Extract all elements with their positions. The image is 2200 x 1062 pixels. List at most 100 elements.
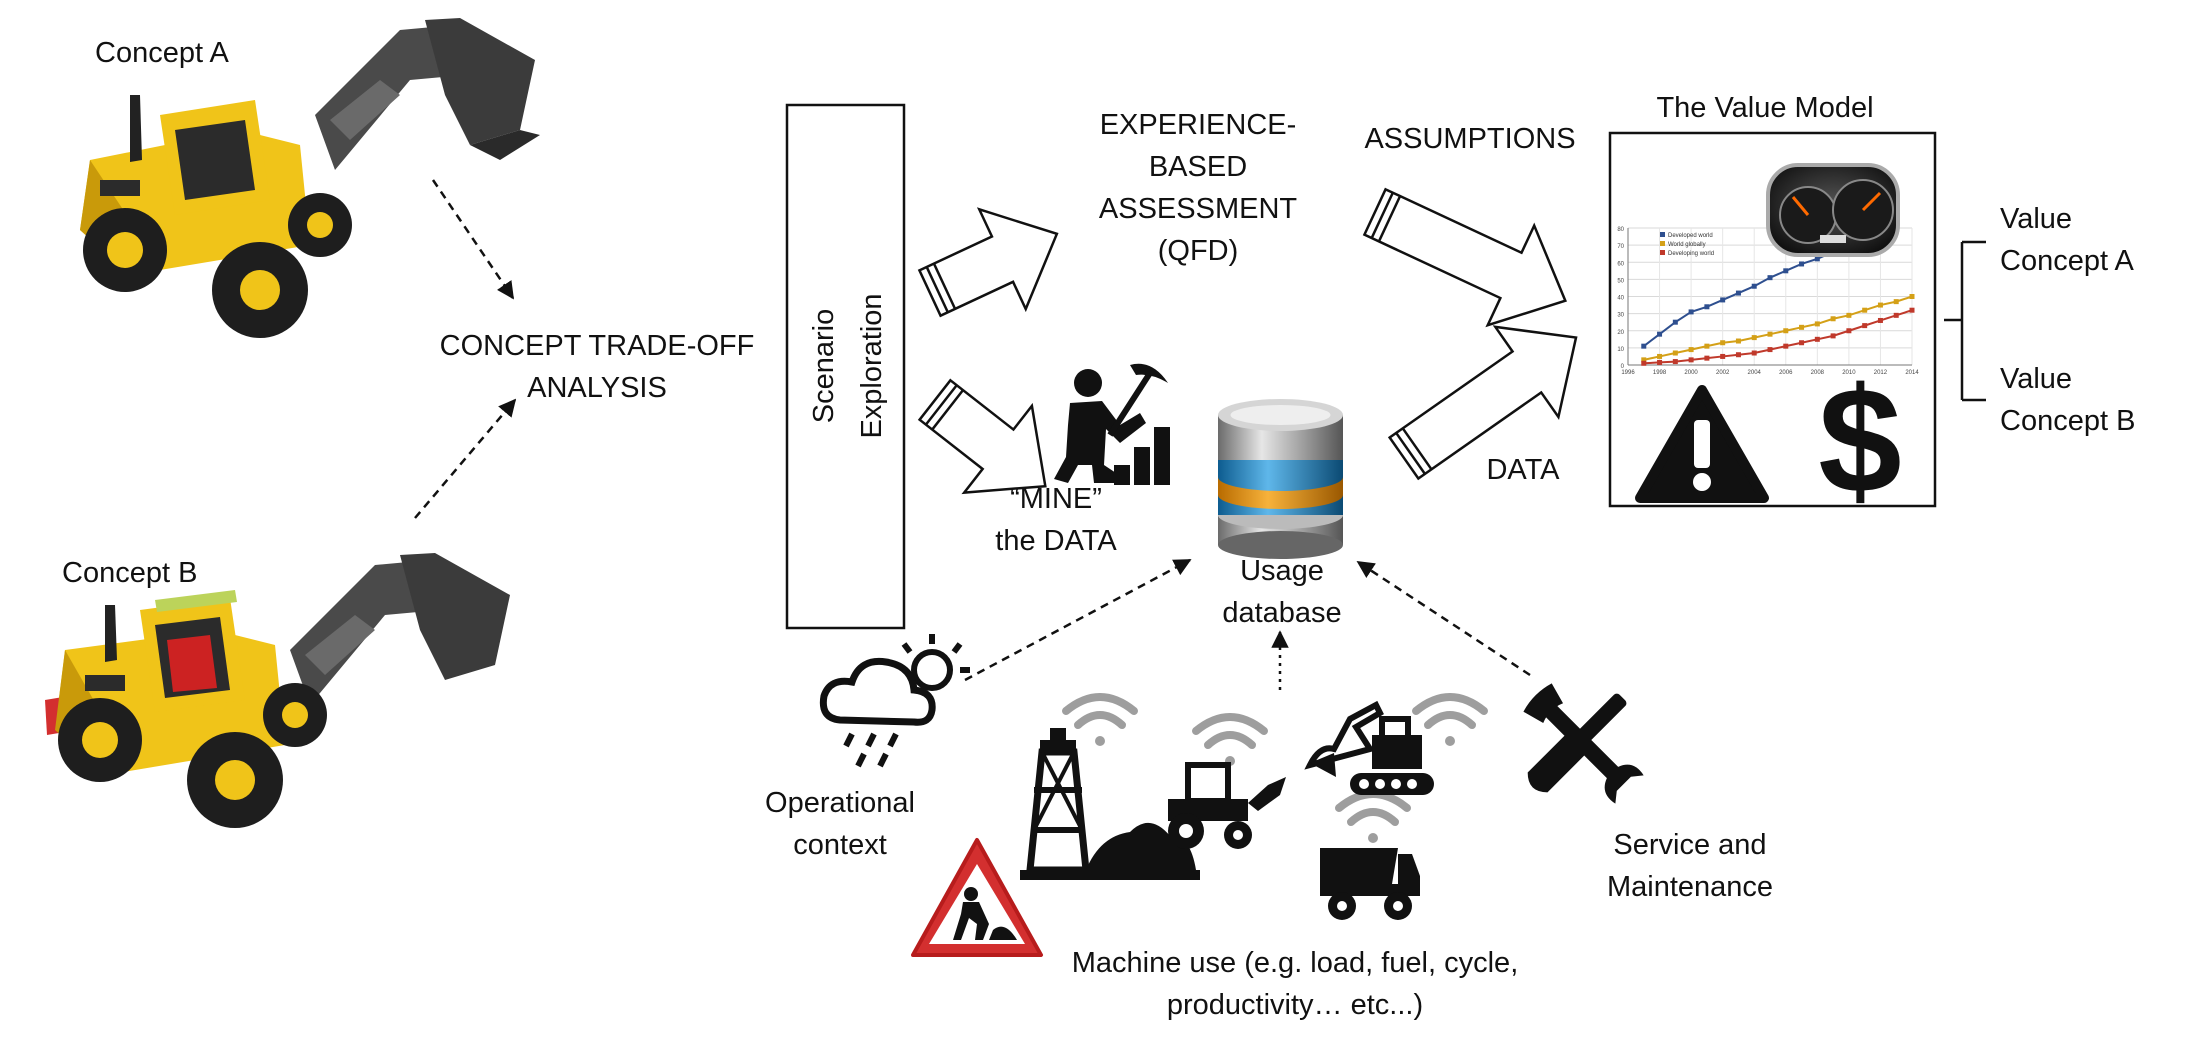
experience-assessment-label: (QFD) xyxy=(1158,235,1239,267)
mine-tower-icon xyxy=(1020,728,1200,880)
series-line xyxy=(1643,244,1850,347)
data-point xyxy=(1657,359,1663,365)
data-point xyxy=(1751,350,1757,356)
arrow-service-to-db xyxy=(1356,560,1531,677)
y-tick-label: 60 xyxy=(1617,261,1624,267)
data-point xyxy=(1641,357,1647,363)
mine-data-label: the DATA xyxy=(995,525,1117,557)
series-line xyxy=(1643,295,1913,361)
data-point xyxy=(1657,353,1663,359)
excavator-icon xyxy=(1304,700,1434,795)
data-point xyxy=(1767,347,1773,353)
arrow-b-to-tradeoff xyxy=(414,398,517,519)
data-point xyxy=(1688,357,1694,363)
scenario-label: Exploration xyxy=(856,293,888,438)
data-point xyxy=(1877,302,1883,308)
dump-truck-icon xyxy=(1320,848,1420,920)
value-model-title: The Value Model xyxy=(1656,92,1873,124)
data-point xyxy=(1767,275,1773,281)
wifi-icon xyxy=(1335,790,1411,843)
data-label: DATA xyxy=(1486,454,1560,486)
usage-database-label: Usage xyxy=(1240,555,1324,587)
data-point xyxy=(1720,340,1726,346)
wifi-icon xyxy=(1062,693,1138,746)
experience-assessment-label: BASED xyxy=(1149,151,1247,183)
y-tick-label: 40 xyxy=(1617,296,1624,302)
scenario-exploration-box xyxy=(785,103,906,630)
x-tick-label: 2012 xyxy=(1874,370,1888,376)
y-tick-label: 20 xyxy=(1617,330,1624,336)
y-tick-label: 0 xyxy=(1621,364,1625,370)
data-point xyxy=(1735,290,1741,296)
block-arrow-assumptions xyxy=(1362,187,1568,328)
data-point xyxy=(1641,343,1647,349)
tools-icon xyxy=(1523,683,1644,804)
service-maintenance-label: Maintenance xyxy=(1607,871,1773,903)
data-point xyxy=(1735,352,1741,358)
assumptions-label: ASSUMPTIONS xyxy=(1364,123,1575,155)
tradeoff-label: ANALYSIS xyxy=(527,372,667,404)
service-maintenance-label: Service and xyxy=(1613,829,1766,861)
database-icon xyxy=(1218,399,1343,559)
y-tick-label: 30 xyxy=(1617,313,1624,319)
data-point xyxy=(1862,323,1868,329)
weather-icon xyxy=(819,634,970,768)
data-point xyxy=(1641,360,1647,366)
data-point xyxy=(1672,350,1678,356)
legend-swatch xyxy=(1660,232,1665,237)
warning-icon xyxy=(1635,385,1769,503)
y-tick-label: 70 xyxy=(1617,244,1624,250)
data-point xyxy=(1814,336,1820,342)
data-point xyxy=(1704,343,1710,349)
legend-entry: Developing world xyxy=(1668,251,1714,257)
data-point xyxy=(1814,256,1820,262)
data-point xyxy=(1909,307,1915,313)
value-bracket xyxy=(1944,240,1986,402)
legend-entry: Developed world xyxy=(1668,233,1713,239)
data-point xyxy=(1893,299,1899,305)
legend-entry: World globally xyxy=(1668,242,1706,248)
data-point xyxy=(1704,304,1710,310)
x-tick-label: 2010 xyxy=(1842,370,1856,376)
data-point xyxy=(1767,331,1773,337)
x-tick-label: 2014 xyxy=(1905,370,1919,376)
block-arrow-up xyxy=(917,207,1059,318)
block-arrow-down xyxy=(917,378,1047,495)
data-point xyxy=(1688,347,1694,353)
data-point xyxy=(1783,343,1789,349)
x-tick-label: 2000 xyxy=(1684,370,1698,376)
operational-context-label: Operational xyxy=(765,787,915,819)
road-work-sign-icon xyxy=(911,838,1043,957)
data-point xyxy=(1672,359,1678,365)
x-tick-label: 2004 xyxy=(1748,370,1762,376)
data-point xyxy=(1846,312,1852,318)
dollar-icon: $ xyxy=(1818,356,1901,524)
usage-database-label: database xyxy=(1222,597,1341,629)
series-line xyxy=(1643,309,1913,365)
legend-swatch xyxy=(1660,250,1665,255)
data-point xyxy=(1704,355,1710,361)
value-concept-a-label: Concept A xyxy=(2000,245,2134,277)
data-point xyxy=(1720,353,1726,359)
experience-assessment-label: EXPERIENCE- xyxy=(1100,109,1297,141)
concept-a-label: Concept A xyxy=(95,37,229,69)
concept-b-label: Concept B xyxy=(62,557,197,589)
y-tick-label: 80 xyxy=(1617,227,1624,233)
loader-icon xyxy=(45,553,510,828)
data-point xyxy=(1830,316,1836,322)
arrow-operational-to-db xyxy=(964,558,1192,682)
x-tick-label: 2008 xyxy=(1811,370,1825,376)
block-arrow-data xyxy=(1387,325,1578,481)
data-point xyxy=(1893,312,1899,318)
x-tick-label: 2002 xyxy=(1716,370,1730,376)
y-tick-label: 10 xyxy=(1617,347,1624,353)
data-point xyxy=(1799,261,1805,267)
data-point xyxy=(1751,283,1757,289)
data-point xyxy=(1799,340,1805,346)
data-point xyxy=(1735,338,1741,344)
data-point xyxy=(1877,317,1883,323)
tractor-icon xyxy=(1168,762,1286,849)
data-point xyxy=(1846,328,1852,334)
x-tick-label: 1998 xyxy=(1653,370,1667,376)
